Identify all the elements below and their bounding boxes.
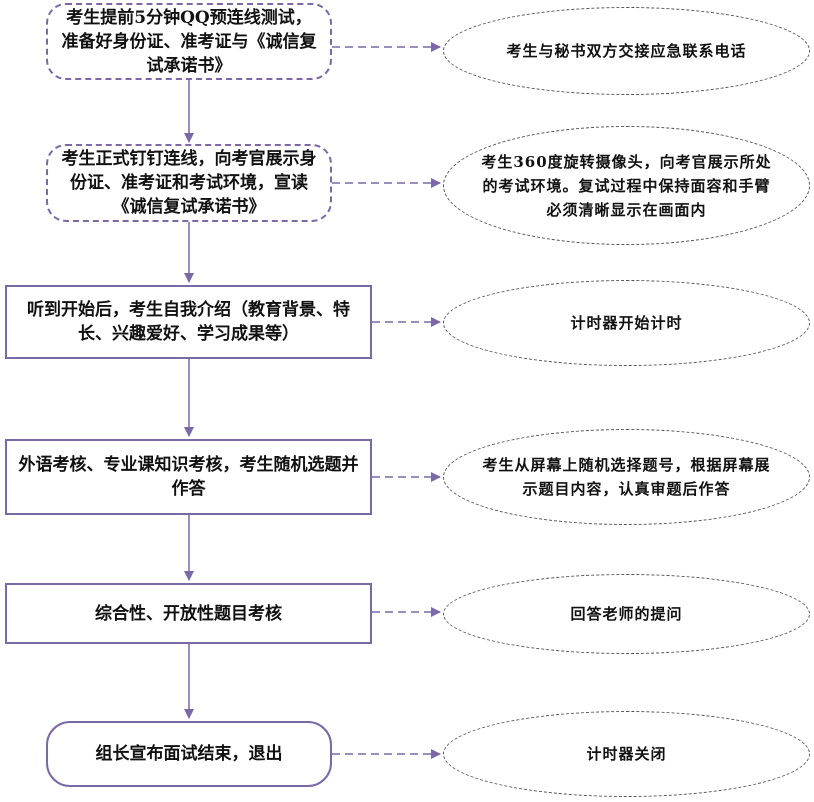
note-2-oval: 考生360度旋转摄像头，向考官展示所处的考试环境。复试过程中保持面容和手臂必须清… xyxy=(443,126,810,245)
step-2-text: 考生正式钉钉连线，向考官展示身份证、准考证和考试环境，宣读《诚信复试承诺书》 xyxy=(61,149,317,217)
note-1-text: 考生与秘书双方交接应急联系电话 xyxy=(506,42,747,60)
step-1-box: 考生提前5分钟QQ预连线测试，准备好身份证、准考证与《诚信复试承诺书》 xyxy=(46,3,332,80)
note-4-oval: 考生从屏幕上随机选择题号，根据屏幕展示题目内容，认真审题后作答 xyxy=(443,429,810,525)
step-3-text: 听到开始后，考生自我介绍（教育背景、特长、兴趣爱好、学习成果等） xyxy=(27,300,350,344)
step-6-box: 组长宣布面试结束，退出 xyxy=(46,721,332,787)
note-6-text: 计时器关闭 xyxy=(586,745,667,763)
step-4-text: 外语考核、专业课知识考核，考生随机选题并作答 xyxy=(18,455,359,499)
note-3-oval: 计时器开始计时 xyxy=(443,280,810,366)
step-1-text: 考生提前5分钟QQ预连线测试，准备好身份证、准考证与《诚信复试承诺书》 xyxy=(61,7,317,76)
note-3-text: 计时器开始计时 xyxy=(570,314,683,332)
step-6-text: 组长宣布面试结束，退出 xyxy=(95,744,283,764)
note-2-text: 考生360度旋转摄像头，向考官展示所处的考试环境。复试过程中保持面容和手臂必须清… xyxy=(481,152,772,219)
step-3-box: 听到开始后，考生自我介绍（教育背景、特长、兴趣爱好、学习成果等） xyxy=(5,285,372,359)
step-5-text: 综合性、开放性题目考核 xyxy=(95,603,282,624)
note-4-text: 考生从屏幕上随机选择题号，根据屏幕展示题目内容，认真审题后作答 xyxy=(482,456,771,498)
step-5-box: 综合性、开放性题目考核 xyxy=(5,583,372,644)
note-5-text: 回答老师的提问 xyxy=(570,605,683,623)
note-5-oval: 回答老师的提问 xyxy=(443,574,810,654)
note-1-oval: 考生与秘书双方交接应急联系电话 xyxy=(443,7,810,95)
note-6-oval: 计时器关闭 xyxy=(443,711,810,797)
step-4-box: 外语考核、专业课知识考核，考生随机选题并作答 xyxy=(5,439,372,515)
step-2-box: 考生正式钉钉连线，向考官展示身份证、准考证和考试环境，宣读《诚信复试承诺书》 xyxy=(46,144,332,222)
